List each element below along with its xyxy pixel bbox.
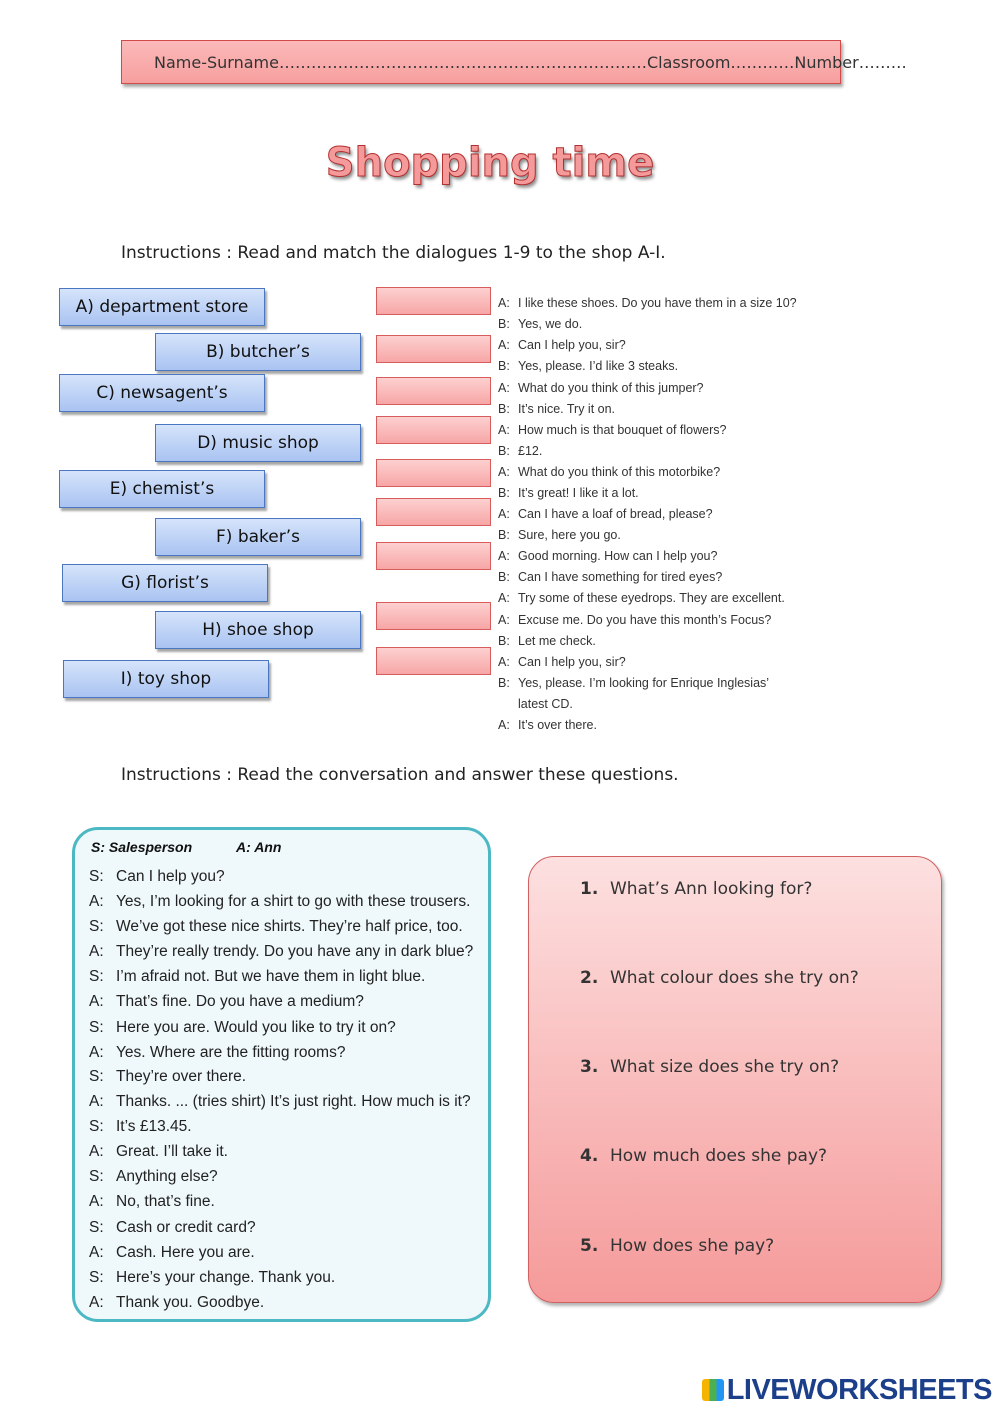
dialogue-line: B:Yes, we do. xyxy=(498,317,583,331)
liveworksheets-logo-icon xyxy=(701,1379,724,1401)
conversation-line: A:Yes. Where are the fitting rooms? xyxy=(89,1044,346,1061)
question-1[interactable]: 1.What’s Ann looking for? xyxy=(580,879,813,899)
dialogue-line: A:It’s over there. xyxy=(498,718,597,732)
speaker-key-ann: A: Ann xyxy=(236,839,282,855)
conversation-heading: S: Salesperson A: Ann xyxy=(91,839,281,855)
liveworksheets-logo: LIVEWORKSHEETS xyxy=(701,1374,993,1407)
conversation-line: A:They’re really trendy. Do you have any… xyxy=(89,943,474,960)
conversation-line: S:Here’s your change. Thank you. xyxy=(89,1269,336,1286)
name-header-bar: Name-Surname……………………………………………………………Class… xyxy=(121,40,907,84)
dialogue-line: A:What do you think of this motorbike? xyxy=(498,465,721,479)
dialogue-line: B:£12. xyxy=(498,444,543,458)
shop-option-department-store[interactable]: A) department store xyxy=(59,288,265,326)
dialogue-line: A:Can I help you, sir? xyxy=(498,655,626,669)
answer-drop-box-9[interactable] xyxy=(376,647,491,675)
dialogue-line: A:How much is that bouquet of flowers? xyxy=(498,423,727,437)
shop-option-music-shop[interactable]: D) music shop xyxy=(155,424,361,462)
conversation-line: S:Anything else? xyxy=(89,1168,218,1185)
conversation-line: S:Cash or credit card? xyxy=(89,1219,256,1236)
conversation-line: A:Yes, I’m looking for a shirt to go wit… xyxy=(89,893,471,910)
shop-option-newsagents[interactable]: C) newsagent’s xyxy=(59,374,265,412)
dialogue-line: A:Try some of these eyedrops. They are e… xyxy=(498,591,785,605)
dialogue-line: A:I like these shoes. Do you have them i… xyxy=(498,296,797,310)
conversation-line: A:Cash. Here you are. xyxy=(89,1244,255,1261)
shop-option-toy-shop[interactable]: I) toy shop xyxy=(63,660,269,698)
dialogue-line: B:Let me check. xyxy=(498,634,596,648)
dialogue-line: B:It’s great! I like it a lot. xyxy=(498,486,639,500)
questions-box: 1.What’s Ann looking for? 2.What colour … xyxy=(528,856,942,1303)
answer-drop-box-2[interactable] xyxy=(376,335,491,363)
dialogue-line: B:It’s nice. Try it on. xyxy=(498,402,616,416)
dialogue-line: B:Sure, here you go. xyxy=(498,528,621,542)
conversation-line: A:No, that’s fine. xyxy=(89,1193,215,1210)
answer-drop-box-3[interactable] xyxy=(376,377,491,405)
answer-drop-box-4[interactable] xyxy=(376,416,491,444)
dialogue-line: latest CD. xyxy=(518,697,573,711)
conversation-line: S:They’re over there. xyxy=(89,1068,247,1085)
question-2[interactable]: 2.What colour does she try on? xyxy=(580,968,859,988)
question-4[interactable]: 4.How much does she pay? xyxy=(580,1146,828,1166)
instructions-questions: Instructions : Read the conversation and… xyxy=(121,765,679,785)
conversation-line: S:Can I help you? xyxy=(89,868,225,885)
page-title: Shopping time xyxy=(325,140,655,187)
dialogue-line: B:Yes, please. I’m looking for Enrique I… xyxy=(498,676,770,690)
answer-drop-box-6[interactable] xyxy=(376,498,491,526)
dialogue-line: A:Good morning. How can I help you? xyxy=(498,549,718,563)
shop-option-bakers[interactable]: F) baker’s xyxy=(155,518,361,556)
answer-drop-box-8[interactable] xyxy=(376,602,491,630)
conversation-line: S:It’s £13.45. xyxy=(89,1118,192,1135)
dialogue-line: A:Can I have a loaf of bread, please? xyxy=(498,507,713,521)
instructions-matching: Instructions : Read and match the dialog… xyxy=(121,243,666,263)
dialogue-line: A:Excuse me. Do you have this month’s Fo… xyxy=(498,613,772,627)
conversation-line: S:Here you are. Would you like to try it… xyxy=(89,1019,396,1036)
shop-option-butchers[interactable]: B) butcher’s xyxy=(155,333,361,371)
answer-drop-box-1[interactable] xyxy=(376,287,491,315)
conversation-line: S:I’m afraid not. But we have them in li… xyxy=(89,968,426,985)
conversation-line: A:Great. I’ll take it. xyxy=(89,1143,228,1160)
shop-option-shoe-shop[interactable]: H) shoe shop xyxy=(155,611,361,649)
answer-drop-box-7[interactable] xyxy=(376,542,491,570)
conversation-line: A:That’s fine. Do you have a medium? xyxy=(89,993,364,1010)
speaker-key-salesperson: S: Salesperson xyxy=(91,839,193,855)
dialogue-line: A:What do you think of this jumper? xyxy=(498,381,704,395)
dialogue-line: B:Yes, please. I’d like 3 steaks. xyxy=(498,359,679,373)
liveworksheets-logo-text: LIVEWORKSHEETS xyxy=(726,1374,993,1406)
answer-drop-box-5[interactable] xyxy=(376,459,491,487)
conversation-box: S: Salesperson A: Ann S:Can I help you? … xyxy=(72,827,491,1322)
question-5[interactable]: 5.How does she pay? xyxy=(580,1236,775,1256)
shop-option-chemists[interactable]: E) chemist’s xyxy=(59,470,265,508)
name-classroom-number-line: Name-Surname……………………………………………………………Class… xyxy=(154,53,907,72)
dialogue-line: A:Can I help you, sir? xyxy=(498,338,626,352)
dialogue-line: B:Can I have something for tired eyes? xyxy=(498,570,723,584)
question-3[interactable]: 3.What size does she try on? xyxy=(580,1057,840,1077)
conversation-line: S:We’ve got these nice shirts. They’re h… xyxy=(89,918,463,935)
conversation-line: A:Thanks. ... (tries shirt) It’s just ri… xyxy=(89,1093,471,1110)
shop-option-florists[interactable]: G) florist’s xyxy=(62,564,268,602)
conversation-line: A:Thank you. Goodbye. xyxy=(89,1294,265,1311)
